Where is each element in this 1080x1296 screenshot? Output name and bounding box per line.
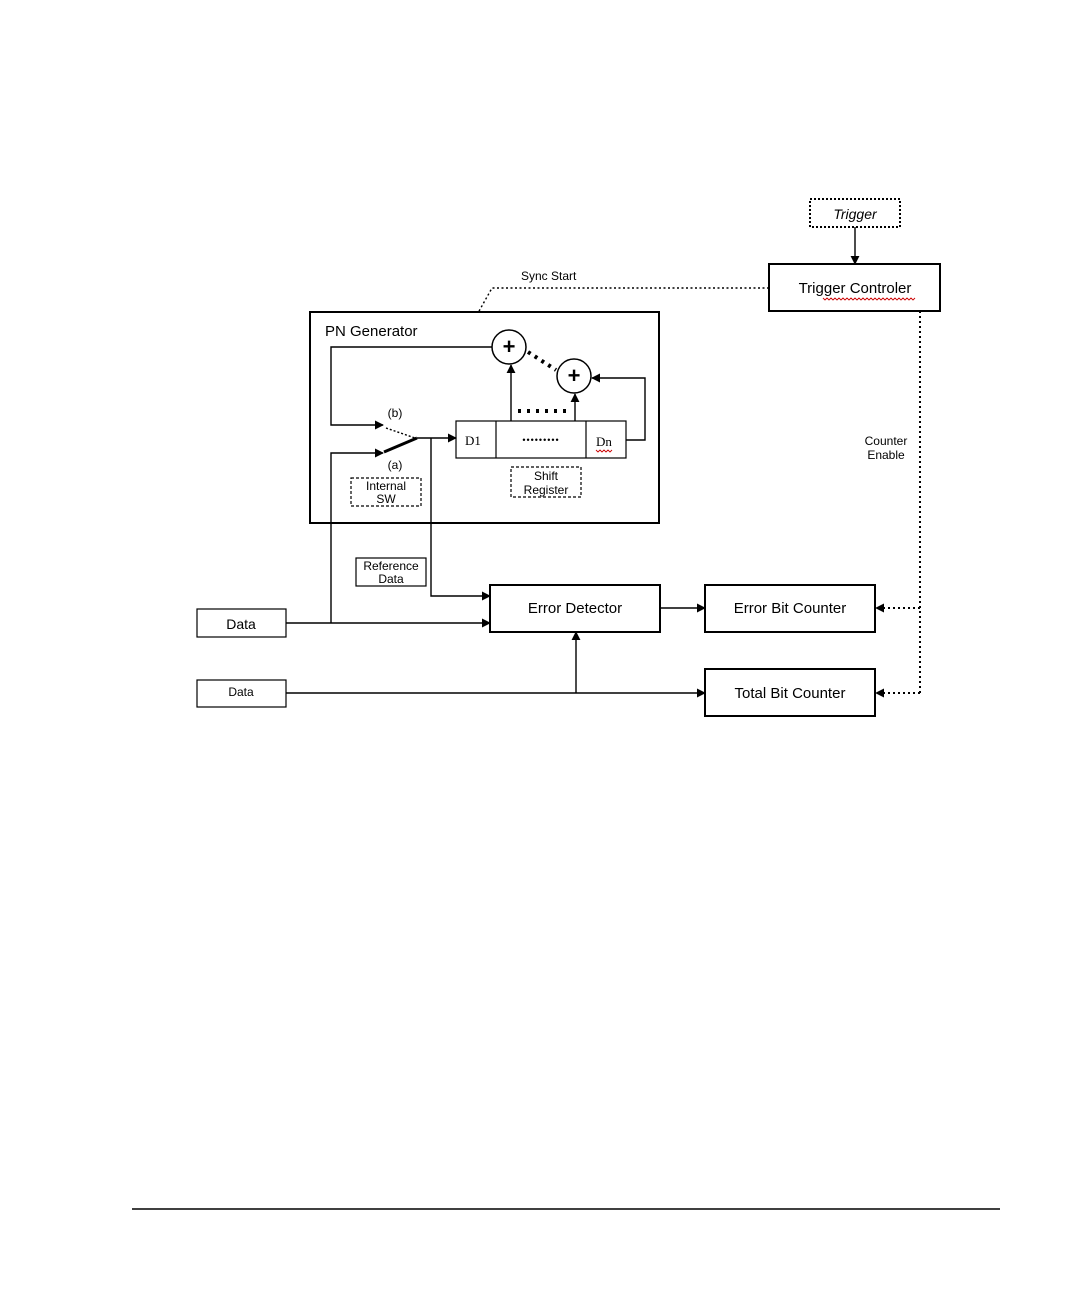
total-bit-counter-label: Total Bit Counter (735, 685, 846, 702)
trigger-label: Trigger (833, 206, 878, 222)
trigger-controller-label: Trigger Controler (799, 280, 912, 297)
internal-sw-label-box: Internal SW (351, 478, 421, 506)
error-detector-label: Error Detector (528, 600, 622, 617)
counter-enable-label-2: Enable (867, 448, 905, 462)
shift-register-cell-middle: ••••••••• (522, 435, 559, 445)
xor-symbol: + (503, 334, 516, 359)
error-bit-counter-label: Error Bit Counter (734, 600, 847, 617)
switch-b-label: (b) (388, 406, 403, 420)
trigger-controller-block: Trigger Controler (769, 264, 940, 311)
error-detector-block: Error Detector (490, 585, 660, 632)
xor-symbol: + (568, 363, 581, 388)
xor-gate-1: + (492, 330, 526, 364)
shift-register-label-2: Register (524, 483, 569, 497)
counter-enable-label-1: Counter (865, 434, 908, 448)
shift-register-cell-dn: Dn (596, 434, 612, 449)
reference-data-label-1: Reference (363, 559, 419, 573)
total-bit-counter-block: Total Bit Counter (705, 669, 875, 716)
shift-register-label-1: Shift (534, 469, 559, 483)
reference-data-label-2: Data (378, 572, 404, 586)
shift-register: D1 ••••••••• Dn (456, 421, 626, 458)
internal-sw-label-2: SW (376, 492, 396, 506)
error-bit-counter-block: Error Bit Counter (705, 585, 875, 632)
xor-gate-2: + (557, 359, 591, 393)
shift-register-label-box: Shift Register (511, 467, 581, 497)
shift-register-cell-d1: D1 (465, 433, 481, 448)
switch-a-label: (a) (388, 458, 403, 472)
internal-sw-label-1: Internal (366, 479, 406, 493)
data-input-block: Data (197, 609, 286, 637)
trigger-block: Trigger (810, 199, 900, 227)
data-clock-label: Data (228, 685, 254, 699)
reference-data-label-box: Reference Data (356, 558, 426, 586)
data-clock-block: Data (197, 680, 286, 707)
pn-generator-label: PN Generator (325, 323, 418, 340)
sync-start-label: Sync Start (521, 269, 577, 283)
data-input-label: Data (226, 616, 256, 632)
